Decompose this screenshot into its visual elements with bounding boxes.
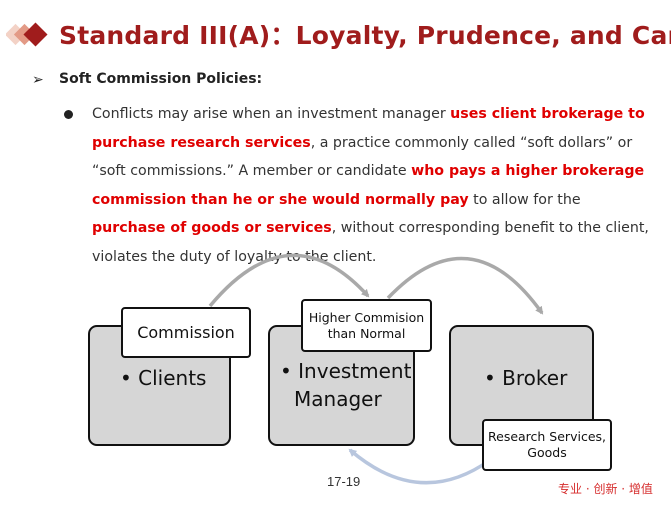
bullet-dot-icon bbox=[64, 110, 73, 119]
arrow-bullet-icon: ➢ bbox=[32, 71, 44, 87]
higher-commission-line1: Higher Commision bbox=[308, 309, 425, 325]
paragraph-text: Conflicts may arise when an investment m… bbox=[92, 106, 451, 122]
arrow-clients-to-manager bbox=[208, 253, 370, 308]
body-paragraph: Conflicts may arise when an investment m… bbox=[92, 100, 655, 271]
research-services-tag: Research Services, Goods bbox=[482, 419, 612, 471]
footer-slogan: 专业 · 创新 · 增值 bbox=[558, 482, 653, 496]
paragraph-text: , a practice commonly called “soft dolla… bbox=[92, 134, 633, 180]
clients-label: • Clients bbox=[120, 366, 207, 390]
logo-diamonds-icon bbox=[6, 22, 48, 47]
highlighted-text: uses client brokerage to purchase resear… bbox=[92, 106, 645, 151]
manager-label-line2: Manager bbox=[294, 387, 382, 411]
higher-commission-tag: Higher Commision than Normal bbox=[301, 299, 432, 352]
research-services-line1: Research Services, bbox=[488, 429, 606, 444]
section-subtitle: Soft Commission Policies: bbox=[59, 71, 263, 87]
commission-tag-text: Commission bbox=[137, 323, 235, 342]
manager-label-line1: • Investment bbox=[280, 359, 412, 383]
arrow-broker-to-manager bbox=[348, 448, 492, 485]
highlighted-text: who pays a higher brokerage commission t… bbox=[92, 163, 645, 208]
commission-tag: Commission bbox=[121, 307, 251, 358]
research-services-line2: Goods bbox=[527, 445, 567, 460]
paragraph-text: to allow for the bbox=[468, 191, 581, 208]
highlighted-text: purchase of goods or services bbox=[92, 220, 332, 236]
broker-label: • Broker bbox=[484, 366, 568, 390]
page-number: 17-19 bbox=[327, 474, 361, 489]
higher-commission-line2: than Normal bbox=[327, 325, 406, 341]
arrow-manager-to-broker bbox=[386, 256, 544, 315]
page-title: Standard III(A)：Loyalty, Prudence, and C… bbox=[59, 21, 671, 50]
paragraph-text: , without corresponding benefit to the c… bbox=[92, 220, 649, 265]
